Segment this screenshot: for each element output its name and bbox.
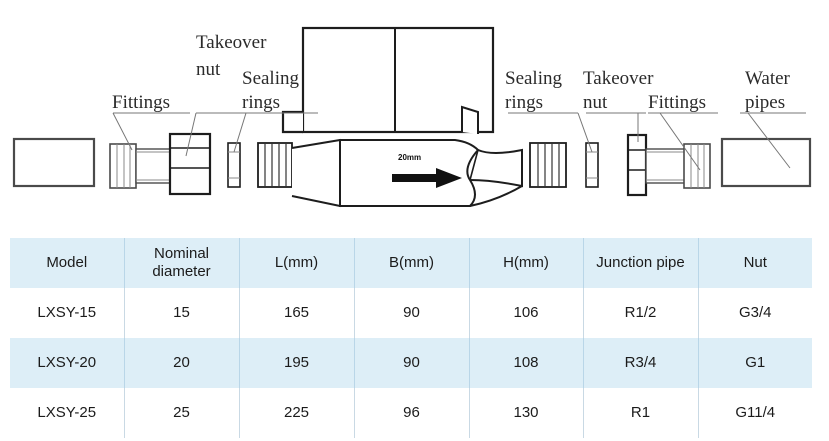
table-row: LXSY-25 25 225 96 130 R1 G11/4 <box>10 388 812 438</box>
cell-nut: G11/4 <box>697 388 812 438</box>
connector-sleeve-left <box>257 142 293 188</box>
takeover-nut-left <box>168 132 212 196</box>
cell-model: LXSY-25 <box>10 388 124 438</box>
body-cone-right <box>469 148 523 188</box>
diagram-canvas: 20mm <box>12 26 812 208</box>
column-header-junction-pipe: Junction pipe <box>582 238 698 288</box>
water-pipe-right <box>720 137 812 188</box>
cell-model: LXSY-20 <box>10 338 124 388</box>
sealing-ring-right <box>585 142 599 188</box>
cell-length: 195 <box>238 338 354 388</box>
label-sealing-rings-left-line1: Sealing <box>242 68 299 89</box>
cell-height: 106 <box>468 288 583 338</box>
label-water-pipes-line1: Water <box>745 68 791 89</box>
column-header-model: Model <box>10 238 124 288</box>
cell-height: 108 <box>468 338 583 388</box>
cell-junction-pipe: R1 <box>582 388 698 438</box>
cell-height: 130 <box>468 388 583 438</box>
body-right-flap <box>461 105 479 134</box>
cell-junction-pipe: R1/2 <box>582 288 698 338</box>
flow-arrow-label: 20mm <box>398 153 421 162</box>
sealing-ring-left <box>227 142 241 188</box>
leader-lines <box>112 112 806 171</box>
column-header-height: H(mm) <box>468 238 583 288</box>
takeover-nut-right <box>626 133 648 197</box>
label-sealing-rings-right-line2: rings <box>505 92 543 113</box>
water-pipe-left <box>12 137 96 188</box>
label-fittings-left: Fittings <box>112 92 170 113</box>
column-header-breadth: B(mm) <box>353 238 469 288</box>
label-takeover-nut-left-line1: Takeover <box>196 32 267 53</box>
table-row: LXSY-20 20 195 90 108 R3/4 G1 <box>10 338 812 388</box>
label-takeover-nut-left-line2: nut <box>196 59 221 80</box>
cell-length: 225 <box>238 388 354 438</box>
table-header-row: Model Nominal diameter L(mm) B(mm) H(mm)… <box>10 238 812 288</box>
water-meter-assembly-diagram: 20mm <box>12 26 812 208</box>
leader-fittings-right <box>648 112 718 171</box>
fitting-left <box>109 143 173 189</box>
body-left-shoulder <box>281 110 303 134</box>
nominal-diameter-line2: diameter <box>152 263 211 280</box>
body-chamber <box>339 139 480 207</box>
leader-water-pipes <box>740 112 806 169</box>
column-header-nut: Nut <box>697 238 812 288</box>
leader-fittings-left <box>112 112 190 151</box>
cell-nominal-diameter: 15 <box>123 288 239 338</box>
specification-table: Model Nominal diameter L(mm) B(mm) H(mm)… <box>10 238 812 438</box>
leader-takeover-nut-right <box>586 112 646 142</box>
connector-sleeve-right <box>529 142 567 188</box>
table-row: LXSY-15 15 165 90 106 R1/2 G3/4 <box>10 288 812 338</box>
cell-nut: G1 <box>697 338 812 388</box>
leader-sealing-rings-right <box>508 112 593 153</box>
cell-junction-pipe: R3/4 <box>582 338 698 388</box>
column-header-nominal-diameter: Nominal diameter <box>123 238 239 288</box>
specification-table-container: Model Nominal diameter L(mm) B(mm) H(mm)… <box>10 238 812 438</box>
label-takeover-nut-right-line1: Takeover <box>583 68 654 89</box>
label-sealing-rings-right-line1: Sealing <box>505 68 562 89</box>
meter-body: 20mm <box>281 26 523 208</box>
cell-nut: G3/4 <box>697 288 812 338</box>
flow-direction-arrow <box>392 168 462 188</box>
nominal-diameter-line1: Nominal <box>153 244 210 262</box>
fitting-right <box>645 143 711 189</box>
cell-model: LXSY-15 <box>10 288 124 338</box>
cell-length: 165 <box>238 288 354 338</box>
label-fittings-right: Fittings <box>648 92 706 113</box>
leader-sealing-rings-left <box>233 112 318 153</box>
cell-nominal-diameter: 25 <box>123 388 239 438</box>
column-header-length: L(mm) <box>238 238 354 288</box>
label-water-pipes-line2: pipes <box>745 92 785 113</box>
cell-nominal-diameter: 20 <box>123 338 239 388</box>
label-sealing-rings-left-line2: rings <box>242 92 280 113</box>
cell-breadth: 90 <box>353 288 469 338</box>
cell-breadth: 90 <box>353 338 469 388</box>
label-takeover-nut-right-line2: nut <box>583 92 608 113</box>
cell-breadth: 96 <box>353 388 469 438</box>
